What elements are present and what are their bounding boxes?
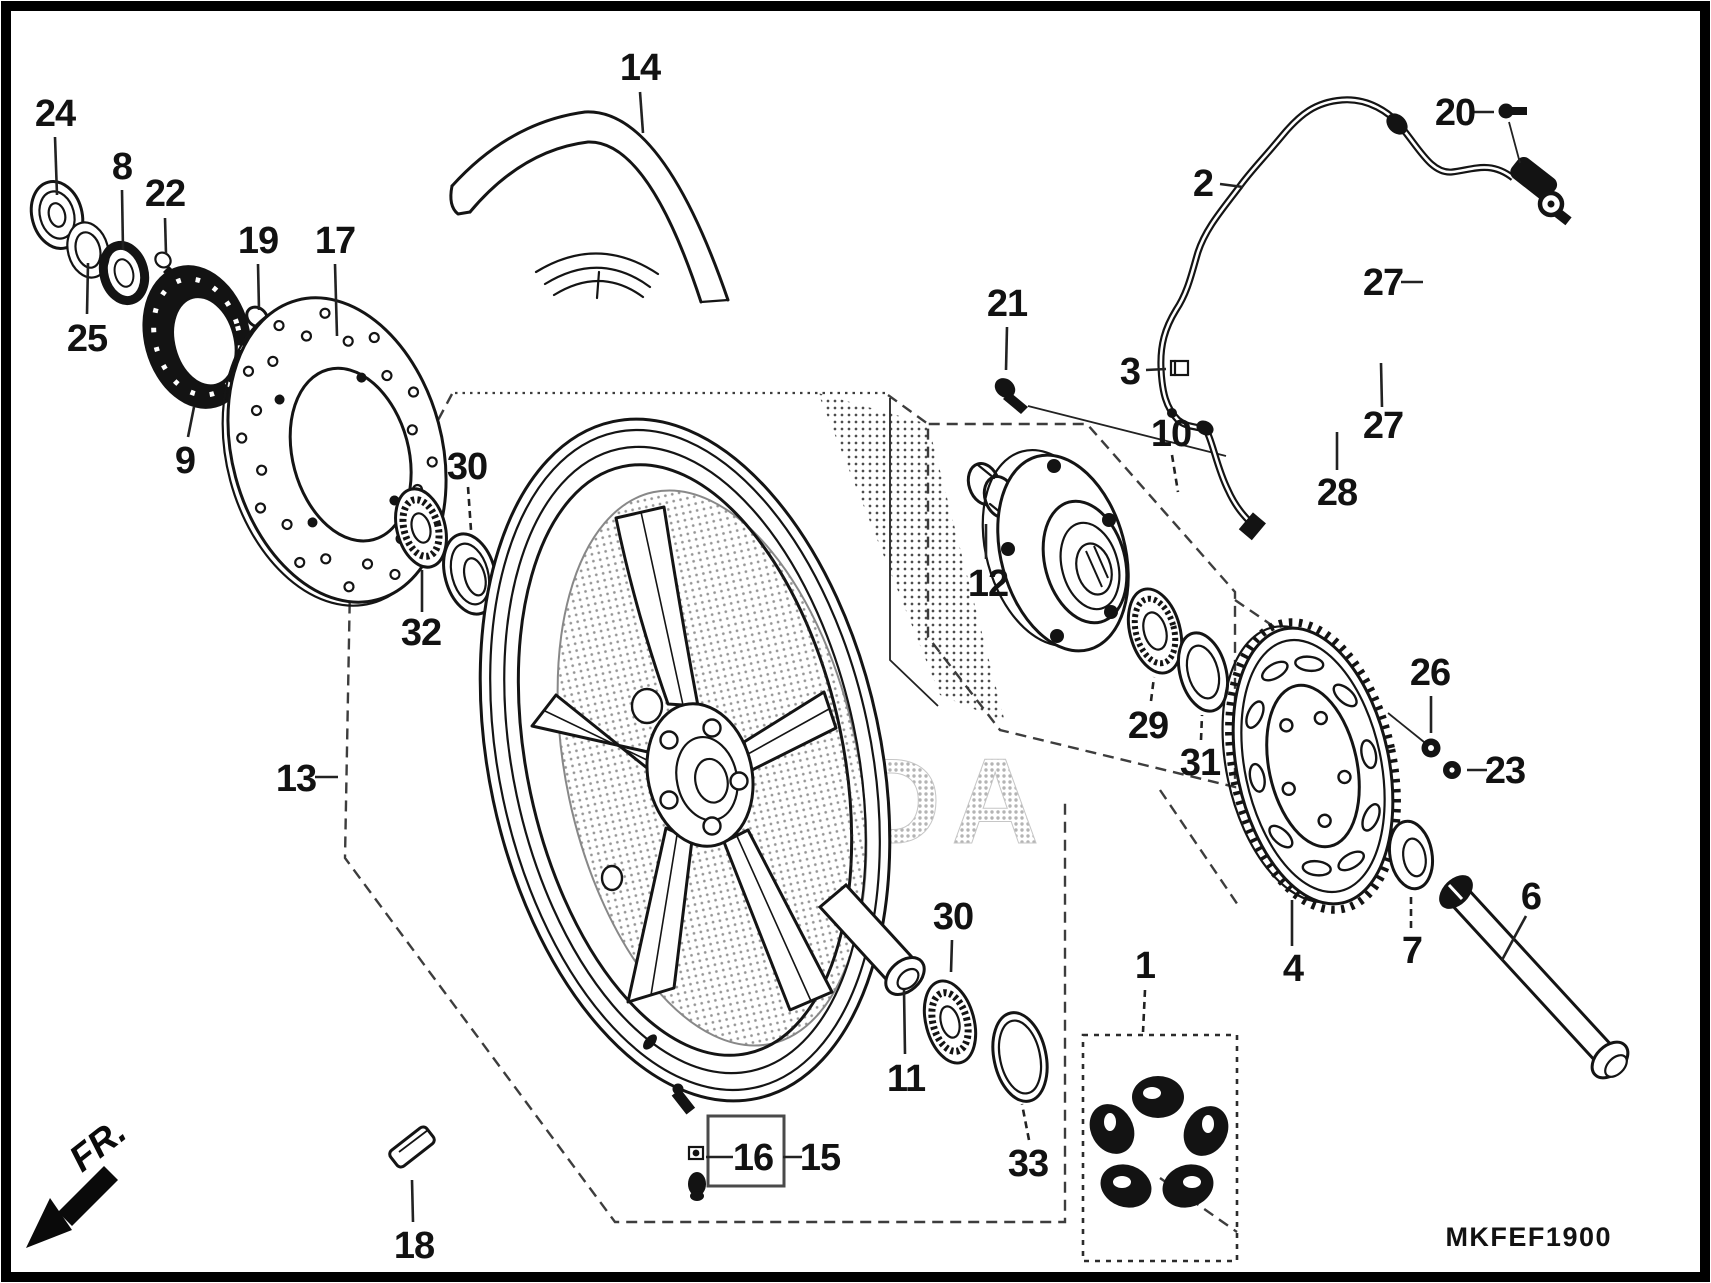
callout-17: 17 (315, 220, 355, 262)
axle-bolt-21 (994, 378, 1028, 414)
nut-26 (1387, 712, 1441, 758)
callout-leader-3 (1145, 367, 1167, 372)
callout-leader-17 (333, 263, 339, 337)
wheel-speed-sensor (1510, 156, 1572, 226)
callout-33: 33 (1008, 1143, 1048, 1185)
callout-leader-24 (53, 136, 59, 196)
callout-28: 28 (1317, 472, 1357, 514)
callout-18: 18 (394, 1225, 434, 1267)
callout-29: 29 (1128, 705, 1168, 747)
callout-14: 14 (620, 47, 661, 89)
damper-set (1089, 1076, 1229, 1208)
callout-leader-25 (85, 262, 90, 315)
washer-7 (1387, 819, 1435, 891)
collar-11 (817, 882, 926, 996)
fr-direction-arrow: FR. (26, 1110, 134, 1248)
callout-leader-9 (186, 406, 196, 438)
callout-30: 30 (447, 446, 487, 488)
diagram-code: MKFEF1900 (1445, 1222, 1612, 1252)
callout-4: 4 (1283, 948, 1304, 990)
rear-hugger (449, 110, 730, 304)
callout-30: 30 (933, 896, 973, 938)
bearing-32 (394, 487, 448, 569)
harness-clip-3 (1169, 359, 1190, 377)
axle-shaft (1439, 875, 1630, 1080)
callout-2: 2 (1193, 163, 1213, 205)
callout-9: 9 (175, 440, 195, 482)
callout-leader-30 (466, 486, 473, 531)
callout-leader-14 (638, 91, 645, 134)
callout-leader-33 (1020, 1103, 1031, 1141)
callout-leader-11 (902, 989, 907, 1055)
callout-leader-8 (120, 189, 125, 251)
sprocket (1221, 618, 1401, 914)
hub-bearing-29 (1126, 587, 1184, 675)
cable-end-fitting (1238, 512, 1266, 541)
group-box-15-16 (706, 1114, 786, 1188)
callout-21: 21 (987, 283, 1028, 325)
brake-disc (221, 296, 448, 607)
callout-11: 11 (887, 1058, 926, 1100)
rear-wheel (478, 417, 892, 1103)
callout-12: 12 (968, 563, 1008, 605)
callout-24: 24 (35, 93, 76, 135)
fr-label: FR. (61, 1110, 133, 1179)
oring-33 (991, 1011, 1049, 1103)
seal-24 (29, 180, 85, 250)
callout-25: 25 (67, 318, 108, 360)
callout-leader-6 (1500, 915, 1528, 961)
callout-6: 6 (1521, 876, 1541, 918)
callout-leader-27 (1379, 362, 1384, 408)
washer-25 (66, 221, 110, 279)
callout-leader-22 (163, 217, 168, 255)
callout-8: 8 (112, 146, 132, 188)
seal-30-left (442, 532, 498, 616)
callout-7: 7 (1402, 930, 1422, 972)
callout-27: 27 (1363, 262, 1403, 304)
callout-22: 22 (145, 173, 185, 215)
callout-leader-31 (1199, 714, 1204, 741)
callout-leader-30 (949, 939, 954, 973)
callout-leader-2 (1219, 182, 1244, 189)
bearing-30-right (922, 979, 978, 1065)
valve-parts (671, 1083, 786, 1201)
callout-leader-1 (1141, 989, 1147, 1033)
hub-studs (1001, 459, 1118, 643)
hub-seal-31 (1176, 631, 1230, 713)
abs-sensor-cable (1157, 96, 1572, 541)
callout-10: 10 (1151, 413, 1191, 455)
halftone-band (818, 393, 1005, 722)
callout-leader-29 (1149, 676, 1156, 702)
sensor-bolt-20 (1498, 103, 1527, 164)
callout-13: 13 (276, 758, 316, 800)
callout-23: 23 (1485, 750, 1525, 792)
callout-3: 3 (1120, 351, 1140, 393)
callout-26: 26 (1410, 652, 1450, 694)
callout-31: 31 (1180, 742, 1221, 784)
callout-leader-21 (1004, 326, 1009, 371)
callout-27: 27 (1363, 405, 1403, 447)
callout-1: 1 (1135, 945, 1156, 987)
callout-20: 20 (1435, 92, 1475, 134)
callout-15: 15 (800, 1137, 841, 1179)
callout-16: 16 (733, 1137, 773, 1179)
callout-leader-18 (410, 1179, 415, 1223)
hub-assembly (966, 448, 1230, 713)
nut-23 (1443, 761, 1461, 779)
callout-19: 19 (238, 220, 278, 262)
callout-leader-10 (1170, 454, 1180, 493)
cable-clamp (1386, 113, 1408, 135)
callout-leader-19 (256, 263, 261, 311)
ring-8 (98, 240, 150, 306)
valve-stub (643, 1034, 657, 1050)
balance-weight-18 (388, 1125, 436, 1169)
callout-32: 32 (401, 612, 441, 654)
pulser-ring (142, 265, 252, 409)
